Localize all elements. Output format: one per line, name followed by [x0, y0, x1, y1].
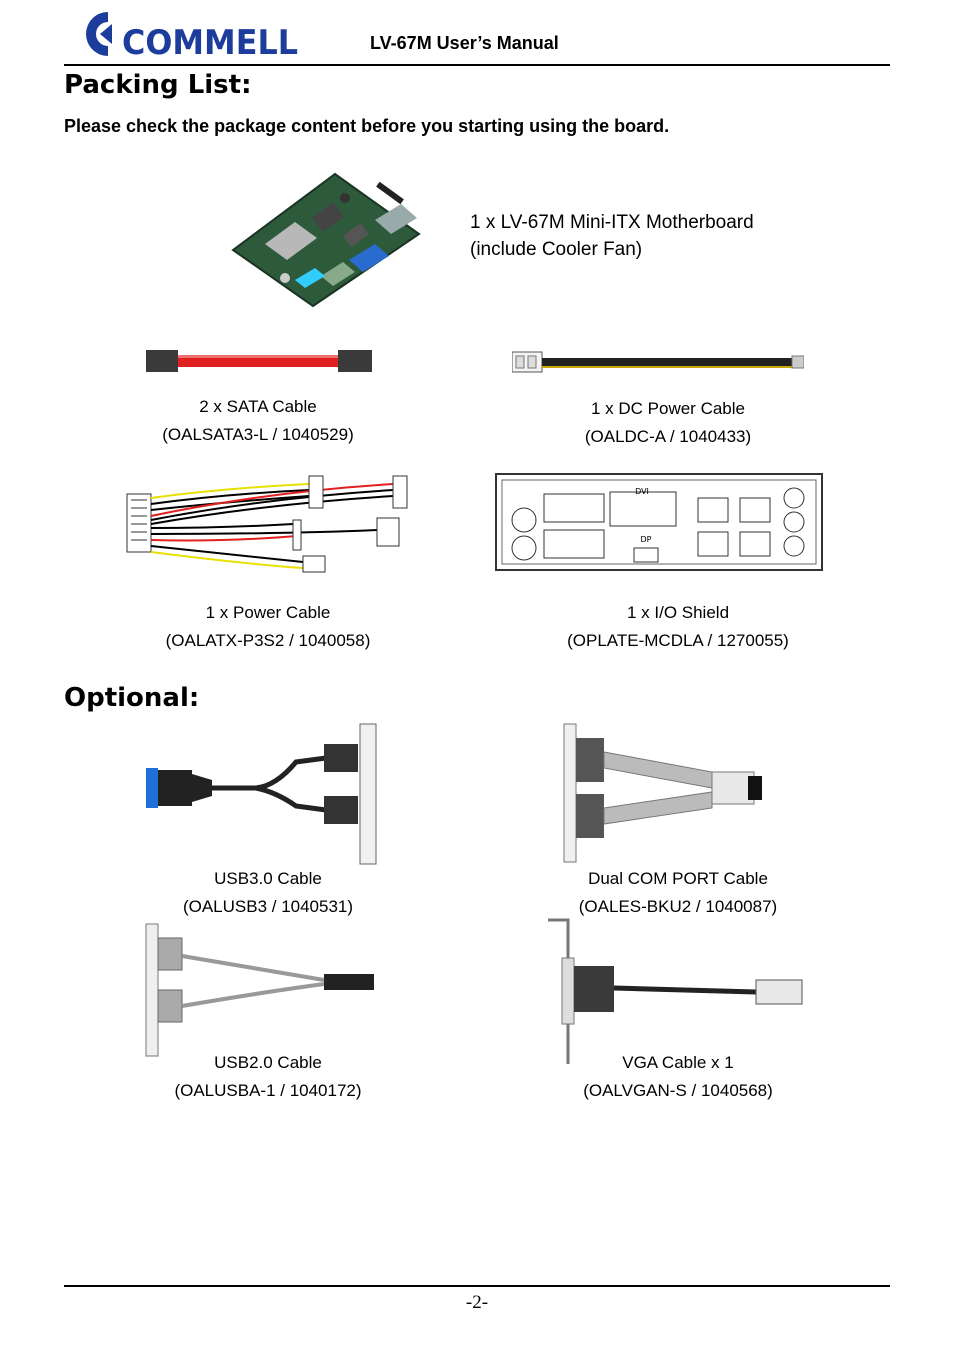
dc-power-cable-caption: 1 x DC Power Cable (OALDC-A / 1040433) — [550, 395, 786, 451]
io-shield-caption-line1: 1 x I/O Shield — [626, 603, 730, 622]
dvi-label: DVI — [635, 487, 649, 496]
usb2-cable-image — [145, 923, 374, 1057]
motherboard-caption-line1: 1 x LV-67M Mini-ITX Motherboard — [470, 212, 754, 233]
io-shield-caption-line2: (OPLATE-MCDLA / 1270055) — [567, 631, 789, 650]
usb2-cable-caption-line2: (OALUSBA-1 / 1040172) — [174, 1081, 362, 1100]
optional-heading: Optional: — [64, 683, 200, 713]
vga-cable-caption: VGA Cable x 1 (OALVGAN-S / 1040568) — [548, 1049, 808, 1105]
power-cable-caption-line1: 1 x Power Cable — [205, 603, 331, 622]
usb3-cable-caption: USB3.0 Cable (OALUSB3 / 1040531) — [150, 865, 386, 921]
usb2-cable-caption-line1: USB2.0 Cable — [214, 1053, 322, 1072]
vga-cable-caption-line2: (OALVGAN-S / 1040568) — [583, 1081, 773, 1100]
power-cable-caption: 1 x Power Cable (OALATX-P3S2 / 1040058) — [150, 599, 386, 655]
io-shield-image: DVI DP — [495, 473, 823, 571]
dual-com-cable-caption-line2: (OALES-BKU2 / 1040087) — [578, 897, 778, 916]
sata-cable-caption-line1: 2 x SATA Cable — [199, 397, 317, 416]
page-number: -2- — [465, 1292, 489, 1313]
logo-text: COMMELL — [122, 23, 298, 60]
usb3-cable-image — [146, 723, 377, 865]
dual-com-cable-caption-line1: Dual COM PORT Cable — [588, 869, 768, 888]
dp-label: DP — [641, 535, 652, 544]
sata-cable-image — [146, 350, 372, 372]
packing-list-heading: Packing List: — [64, 70, 252, 100]
dual-com-cable-caption: Dual COM PORT Cable (OALES-BKU2 / 104008… — [548, 865, 808, 921]
power-cable-caption-line2: (OALATX-P3S2 / 1040058) — [165, 631, 371, 650]
motherboard-caption: 1 x LV-67M Mini-ITX Motherboard (include… — [470, 209, 754, 263]
motherboard-image — [231, 172, 421, 308]
io-shield-caption: 1 x I/O Shield (OPLATE-MCDLA / 1270055) — [548, 599, 808, 655]
commell-logo-mark — [86, 12, 112, 56]
packing-instruction: Please check the package content before … — [64, 116, 670, 136]
usb3-cable-caption-line2: (OALUSB3 / 1040531) — [182, 897, 354, 916]
manual-title: LV-67M User’s Manual — [370, 33, 559, 53]
usb3-cable-caption-line1: USB3.0 Cable — [214, 869, 322, 888]
power-cable-image — [126, 475, 408, 573]
dc-power-cable-image — [512, 351, 804, 373]
dc-power-cable-caption-line1: 1 x DC Power Cable — [590, 399, 745, 418]
motherboard-caption-line2: (include Cooler Fan) — [470, 239, 643, 260]
commell-logo: COMMELL — [86, 12, 298, 60]
vga-cable-image — [548, 918, 803, 1064]
header-rule — [64, 64, 890, 66]
vga-cable-caption-line1: VGA Cable x 1 — [622, 1053, 734, 1072]
sata-cable-caption: 2 x SATA Cable (OALSATA3-L / 1040529) — [140, 393, 376, 449]
dc-power-cable-caption-line2: (OALDC-A / 1040433) — [584, 427, 752, 446]
dual-com-cable-image — [563, 723, 762, 863]
sata-cable-caption-line2: (OALSATA3-L / 1040529) — [162, 425, 354, 444]
usb2-cable-caption: USB2.0 Cable (OALUSBA-1 / 1040172) — [150, 1049, 386, 1105]
footer-rule — [64, 1285, 890, 1287]
